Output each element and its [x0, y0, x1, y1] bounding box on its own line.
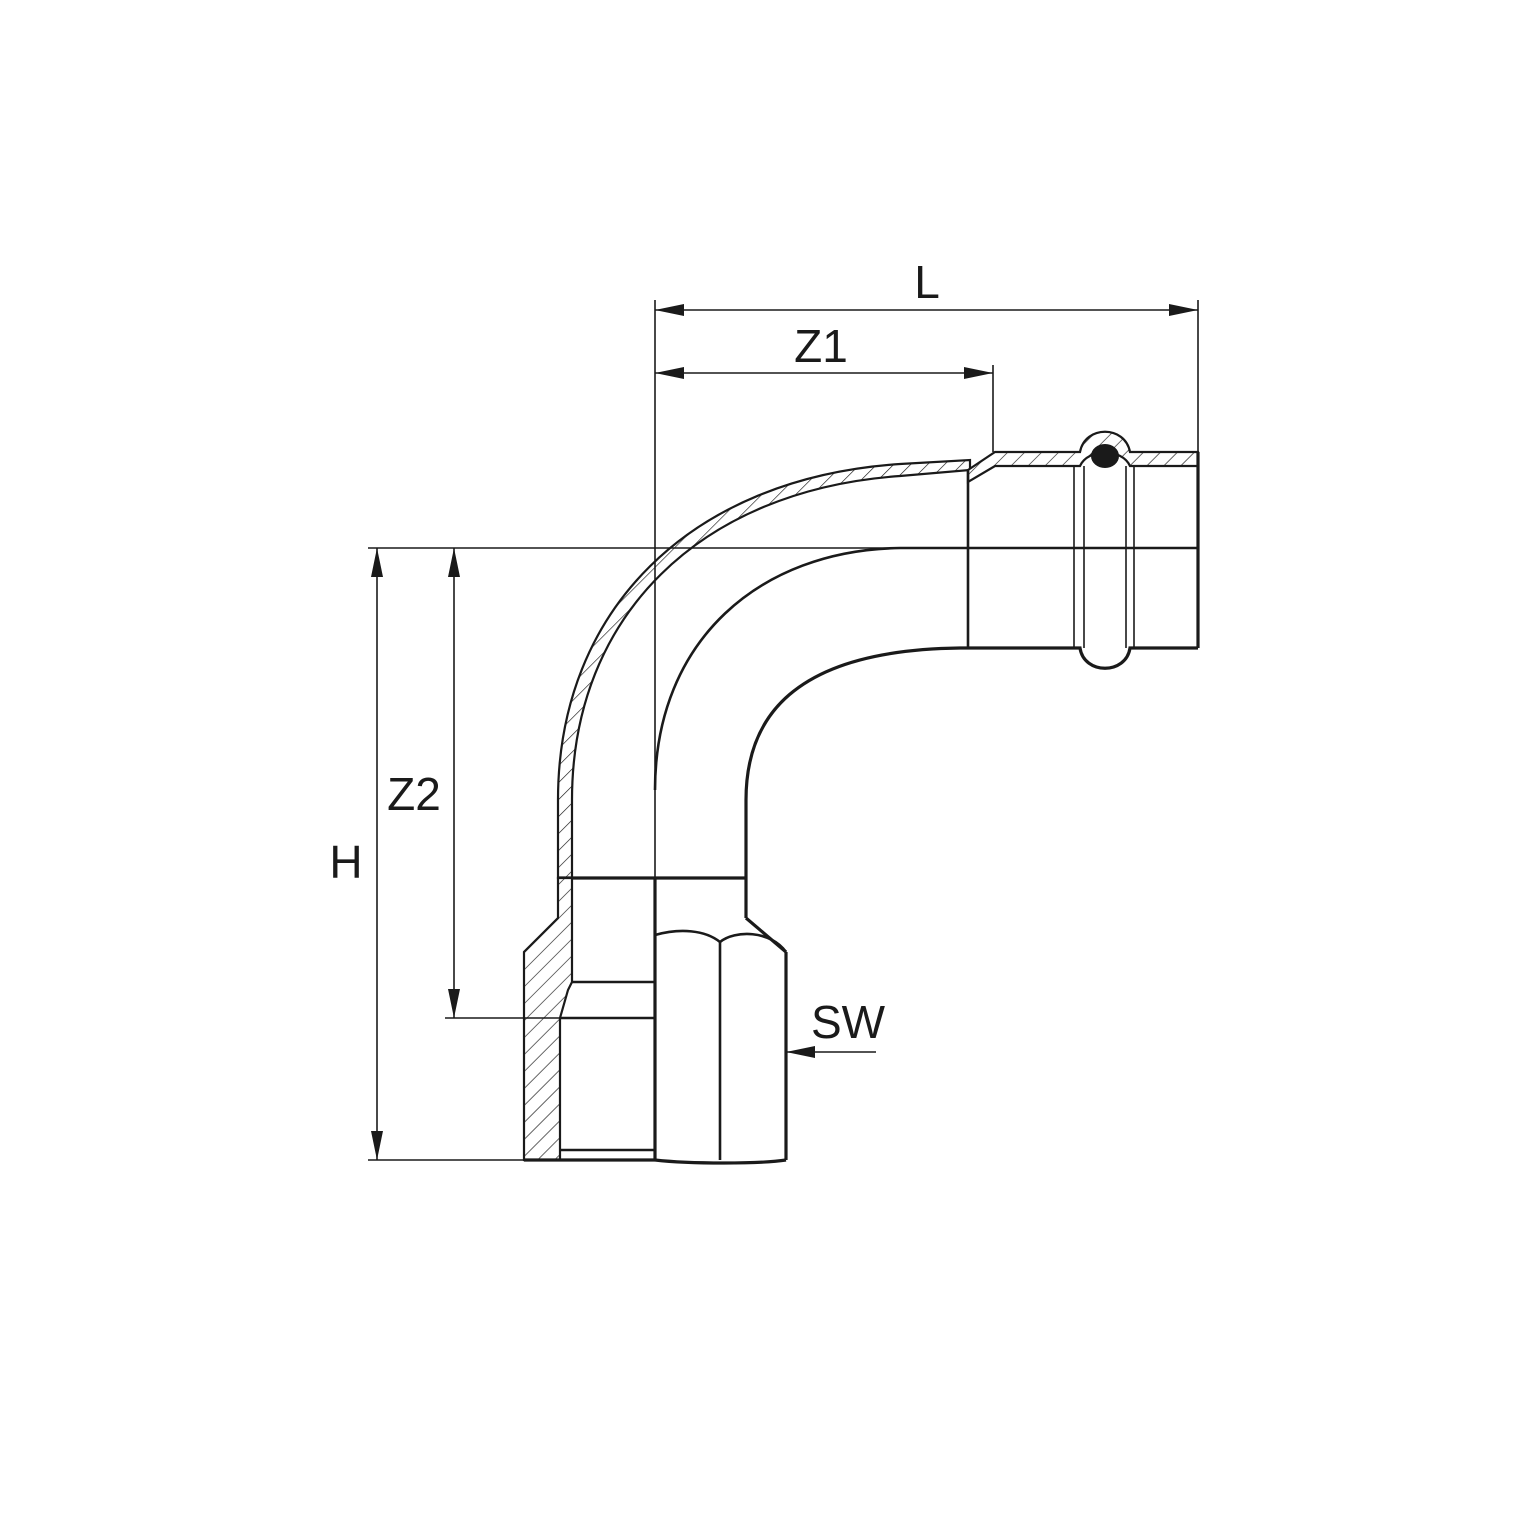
hex-shoulder-line — [744, 916, 788, 954]
label-l: L — [914, 256, 940, 308]
dimension-lines: L Z1 H Z2 SW — [329, 256, 1199, 1161]
press-socket — [966, 430, 1200, 670]
bend-inside-curve — [744, 646, 968, 878]
socket-wall-top — [966, 430, 1200, 484]
arrowhead-sw — [786, 1046, 815, 1058]
dimension-z2: Z2 — [387, 548, 460, 1018]
hex-bottom-edge — [654, 1158, 787, 1165]
bend-wall-section — [556, 458, 972, 880]
label-z1: Z1 — [794, 320, 848, 372]
arrowhead-h-bottom — [371, 1131, 383, 1160]
elbow-fitting — [522, 430, 1200, 1165]
bend-inner-line — [653, 546, 968, 791]
arrowhead-l-left — [655, 304, 684, 316]
arrowhead-z2-bottom — [448, 989, 460, 1018]
arrowhead-h-top — [371, 548, 383, 577]
arrowhead-z1-right — [964, 367, 993, 379]
arrowhead-l-right — [1169, 304, 1198, 316]
hex-chamfer-arc-1 — [654, 929, 721, 944]
dimension-l: L — [655, 256, 1198, 316]
dimension-z1: Z1 — [655, 320, 993, 379]
label-sw: SW — [811, 996, 886, 1048]
dimension-sw: SW — [786, 996, 886, 1058]
label-z2: Z2 — [387, 768, 441, 820]
arrowhead-z2-top — [448, 548, 460, 577]
hexagon-nut — [654, 878, 788, 1165]
socket-bottom-edge — [968, 646, 1198, 670]
o-ring-seal — [1091, 444, 1119, 468]
dimension-h: H — [329, 548, 383, 1160]
label-h: H — [329, 836, 362, 888]
arrowhead-z1-left — [655, 367, 684, 379]
